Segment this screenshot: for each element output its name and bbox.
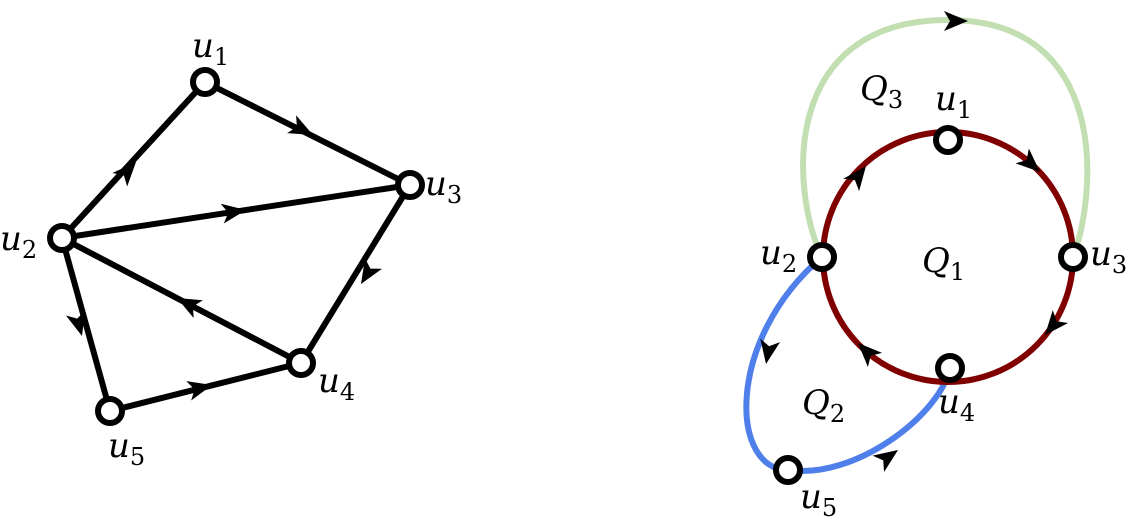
arrow-q1-u2-u1 (843, 166, 866, 192)
arrow-q2-u2-u5 (760, 338, 781, 364)
label-left-u5: u5 (108, 426, 145, 471)
arrow-u2-u1 (112, 162, 136, 187)
label-left-u1: u1 (192, 26, 229, 71)
left-graph: u1 u2 u3 u4 u5 (0, 26, 462, 471)
node-right-u1 (933, 125, 963, 155)
node-left-u2 (47, 223, 77, 253)
label-right-u2: u2 (760, 233, 797, 278)
edge-u3-u4 (298, 182, 413, 366)
node-right-u5 (773, 455, 803, 485)
node-right-u3 (1058, 242, 1088, 272)
edge-u2-u5 (59, 235, 113, 414)
label-left-u2: u2 (0, 219, 37, 264)
node-left-u3 (395, 170, 425, 200)
arrow-u2-u5 (65, 310, 86, 336)
arrow-q1-u1-u3 (1015, 148, 1040, 172)
node-left-u5 (95, 396, 125, 426)
label-left-u3: u3 (425, 164, 462, 209)
cycle-q3-path (800, 16, 1091, 260)
arrow-q2-u5-u4 (872, 450, 898, 472)
label-q1: Q1 (922, 241, 965, 286)
edge-u1-u2 (59, 79, 208, 241)
label-right-u4: u4 (938, 382, 975, 427)
arrow-q1-u3-u4 (1045, 310, 1069, 335)
node-right-u4 (935, 353, 965, 383)
label-q3: Q3 (860, 69, 903, 114)
arrow-u4-u2 (177, 298, 203, 318)
arrow-u3-u4 (361, 258, 383, 284)
arrow-q1-u4-u2 (858, 343, 883, 368)
arrow-u5-u4 (186, 381, 212, 401)
right-graph: u1 u2 u3 u4 u5 Q1 Q2 Q3 (743, 11, 1127, 522)
label-q2: Q2 (802, 383, 845, 428)
label-right-u5: u5 (800, 477, 837, 522)
node-left-u1 (190, 67, 220, 97)
label-right-u3: u3 (1090, 234, 1127, 279)
node-right-u2 (807, 242, 837, 272)
label-left-u4: u4 (318, 361, 355, 406)
arrow-u1-u3 (287, 115, 313, 135)
node-left-u4 (286, 348, 316, 378)
cycle-q2-path (743, 254, 953, 475)
arrow-u2-u3 (220, 203, 246, 224)
arrow-q3 (944, 11, 968, 31)
label-right-u1: u1 (935, 79, 972, 124)
